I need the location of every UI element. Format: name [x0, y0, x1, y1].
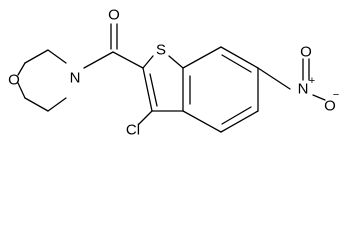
- bond-c3-cl: [138, 110, 153, 125]
- bond-c4-c3a: [182, 110, 222, 133]
- chlorine-label: Cl: [126, 122, 140, 139]
- bond-carbonyl-c2: [112, 51, 144, 69]
- chemical-structure: O S N O Cl N + O O −: [8, 7, 339, 139]
- morpholine-nitrogen-label: N: [70, 70, 81, 87]
- nitro-oxygen-bottom-charge: −: [333, 89, 339, 101]
- sulfur-label: S: [156, 42, 166, 59]
- bond-c6-nitro: [257, 67, 291, 90]
- bond-s-c7a: [168, 55, 184, 69]
- bond-c2-c3: [142, 67, 153, 112]
- bond-cc-cd: [24, 97, 49, 112]
- bonds: [17, 23, 326, 133]
- morpholine-oxygen-label: O: [8, 72, 20, 89]
- bond-cd-n: [47, 97, 67, 112]
- bond-c7a-c7: [182, 46, 222, 69]
- bond-carbonyl-n: [83, 51, 114, 69]
- bond-nitro-o-single: [312, 94, 326, 101]
- bond-c2-s: [142, 55, 154, 69]
- bond-o-cc: [17, 82, 26, 99]
- bond-cb-o: [17, 62, 26, 76]
- bond-c7-c6-inner: [221, 54, 252, 73]
- nitro-oxygen-bottom-label: O: [324, 98, 336, 115]
- bond-n-ca: [47, 49, 67, 64]
- nitro-oxygen-top-label: O: [300, 44, 312, 61]
- nitro-nitrogen-label: N: [298, 81, 309, 98]
- carbonyl-oxygen-label: O: [108, 7, 120, 24]
- bond-c2-c3-inner: [149, 73, 158, 107]
- bond-c5-c4-inner: [221, 106, 252, 125]
- bond-ca-cb: [24, 49, 49, 64]
- bond-c7-c6: [220, 46, 259, 69]
- atom-labels: O S N O Cl N + O O −: [8, 7, 339, 139]
- nitro-nitrogen-charge: +: [309, 75, 315, 87]
- bond-c5-c4: [220, 110, 259, 133]
